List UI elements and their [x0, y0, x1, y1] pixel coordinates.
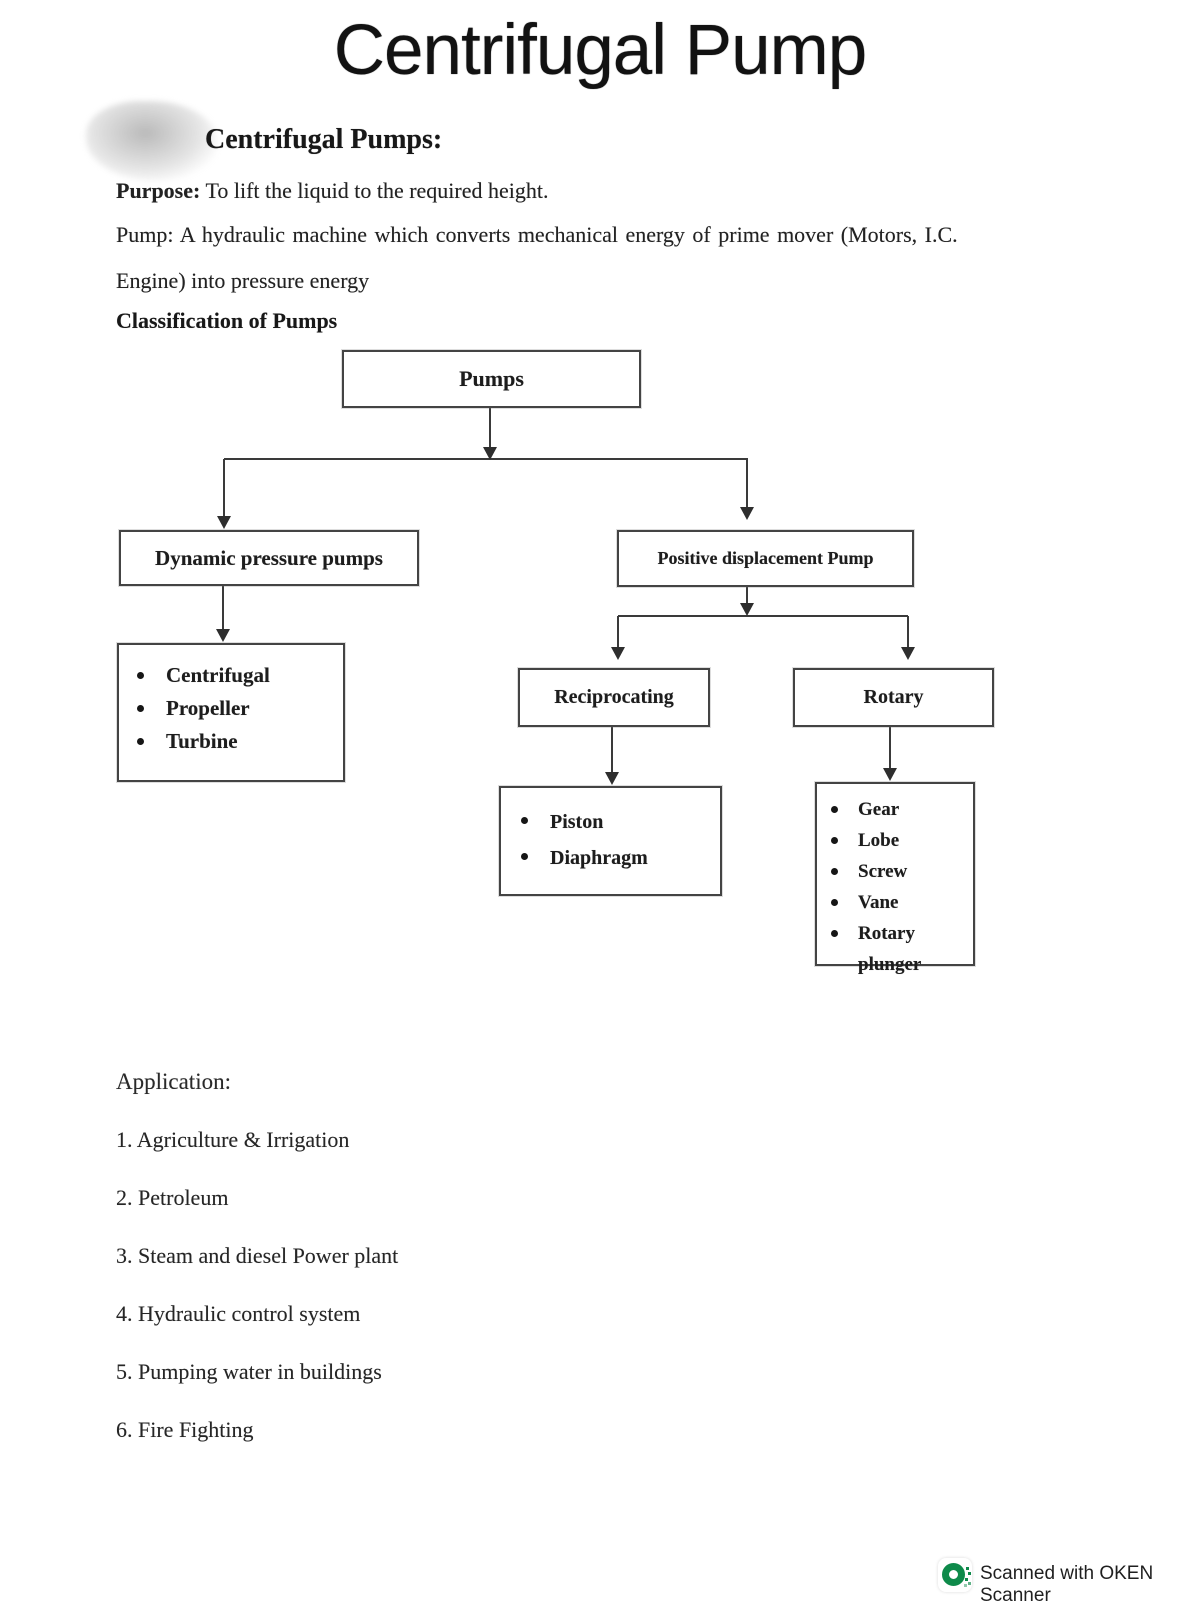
bullet-icon	[831, 899, 838, 906]
list-item-label: Vane	[858, 892, 899, 913]
flowchart-box-positive-label: Positive displacement Pump	[657, 548, 874, 568]
scanner-watermark-text: Scanned with OKEN Scanner	[980, 1563, 1154, 1602]
flowchart-box-reciprocating: Reciprocating	[518, 668, 710, 727]
application-item: 3. Steam and diesel Power plant	[116, 1243, 399, 1268]
list-item: Lobe	[831, 825, 973, 856]
flowchart-box-pumps-label: Pumps	[459, 366, 524, 391]
purpose-text: To lift the liquid to the required heigh…	[205, 178, 549, 203]
list-item: Vane	[831, 887, 973, 918]
flowchart-box-rotary-label: Rotary	[863, 686, 924, 708]
section-heading: Centrifugal Pumps:	[205, 124, 443, 155]
list-item: Turbine	[137, 725, 343, 758]
flowchart-box-dynamic-pressure: Dynamic pressure pumps	[119, 530, 419, 586]
flowchart-box-positive-displacement: Positive displacement Pump	[617, 530, 914, 587]
classification-heading: Classification of Pumps	[116, 308, 338, 333]
pump-definition-line2: Engine) into pressure energy	[116, 268, 370, 293]
list-item-label: Screw	[858, 861, 908, 882]
application-section: Application: 1. Agriculture & Irrigation…	[116, 1068, 816, 1474]
list-item-label: Centrifugal	[166, 663, 270, 687]
pump-definition-line1: Pump: A hydraulic machine which converts…	[116, 222, 958, 247]
purpose-label: Purpose:	[116, 178, 201, 203]
bullet-icon	[831, 868, 838, 875]
oken-scanner-logo-icon	[938, 1558, 972, 1592]
bullet-icon	[831, 806, 838, 813]
flowchart-box-reciprocating-types: Piston Diaphragm	[499, 786, 722, 896]
list-item-label: Diaphragm	[550, 847, 648, 869]
bullet-icon	[521, 853, 528, 860]
list-item: Rotary plunger	[831, 918, 973, 980]
flowchart-box-rotary-types: Gear Lobe Screw Vane Rotary plunger	[815, 782, 975, 975]
list-item-label: Propeller	[166, 696, 250, 720]
purpose-paragraph: Purpose: To lift the liquid to the requi…	[116, 176, 549, 206]
flowchart-box-pumps: Pumps	[342, 350, 641, 408]
bullet-icon	[831, 837, 838, 844]
list-item-label: Gear	[858, 799, 900, 820]
bullet-icon	[137, 705, 144, 712]
application-item: 5. Pumping water in buildings	[116, 1359, 382, 1384]
flowchart-box-reciprocating-label: Reciprocating	[554, 686, 674, 708]
list-item: Piston	[521, 804, 720, 840]
flowchart-box-dynamic-label: Dynamic pressure pumps	[155, 545, 383, 570]
application-heading: Application:	[116, 1069, 231, 1094]
page-title: Centrifugal Pump	[333, 11, 868, 90]
list-item: Gear	[831, 794, 973, 825]
application-item: 4. Hydraulic control system	[116, 1301, 361, 1326]
oken-ring-icon	[942, 1563, 965, 1586]
flowchart-box-rotary: Rotary	[793, 668, 994, 727]
list-item-label: Rotary plunger	[858, 923, 922, 975]
bullet-icon	[831, 930, 838, 937]
application-item: 1. Agriculture & Irrigation	[116, 1127, 350, 1152]
application-item: 6. Fire Fighting	[116, 1417, 254, 1442]
flowchart-box-dynamic-types: Centrifugal Propeller Turbine	[117, 643, 345, 782]
list-item: Propeller	[137, 692, 343, 725]
list-item-label: Turbine	[166, 729, 238, 753]
list-item-label: Piston	[550, 811, 604, 833]
application-item: 2. Petroleum	[116, 1185, 229, 1210]
list-item-label: Lobe	[858, 830, 900, 851]
list-item: Diaphragm	[521, 840, 720, 876]
bullet-icon	[137, 738, 144, 745]
bullet-icon	[137, 672, 144, 679]
oken-dots-icon	[966, 1567, 969, 1570]
list-item: Centrifugal	[137, 659, 343, 692]
list-item: Screw	[831, 856, 973, 887]
scan-smudge	[86, 101, 218, 181]
bullet-icon	[521, 817, 528, 824]
